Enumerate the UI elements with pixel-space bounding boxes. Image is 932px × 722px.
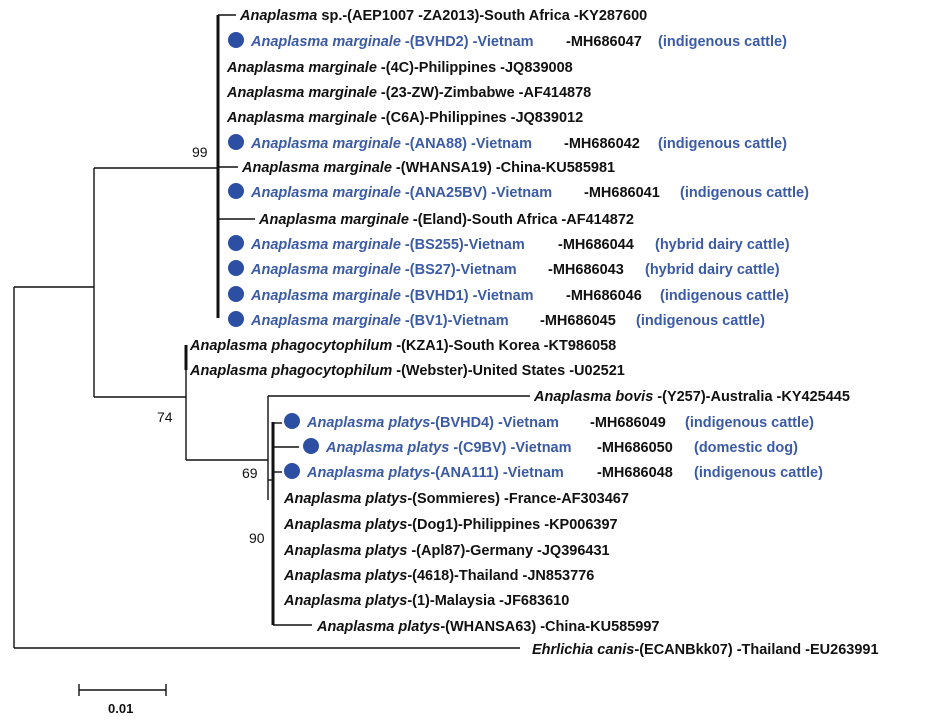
accession-t19: -MH686048 — [597, 465, 673, 481]
taxon-label-t14: Anaplasma phagocytophilum -(KZA1)-South … — [189, 338, 616, 354]
accession-t13: -MH686045 — [540, 313, 616, 329]
taxon-label-t17: Anaplasma platys-(BVHD4) -Vietnam — [306, 415, 559, 431]
taxon-label-t10: Anaplasma marginale -(BS255)-Vietnam — [250, 237, 525, 253]
vietnam-marker-t11 — [228, 260, 244, 276]
accession-t17: -MH686049 — [590, 415, 666, 431]
taxon-label-t12: Anaplasma marginale -(BVHD1) -Vietnam — [250, 288, 534, 304]
taxon-label-t7: Anaplasma marginale -(WHANSA19) -China-K… — [241, 160, 615, 176]
taxon-label-t20: Anaplasma platys-(Sommieres) -France-AF3… — [283, 491, 629, 507]
accession-t10: -MH686044 — [558, 237, 634, 253]
vietnam-marker-t17 — [284, 413, 300, 429]
taxon-label-t18: Anaplasma platys -(C9BV) -Vietnam — [325, 440, 572, 456]
bootstrap-74: 74 — [157, 409, 173, 425]
taxon-label-t24: Anaplasma platys-(1)-Malaysia -JF683610 — [283, 593, 569, 609]
vietnam-marker-t2 — [228, 32, 244, 48]
vietnam-marker-t19 — [284, 463, 300, 479]
accession-t18: -MH686050 — [597, 440, 673, 456]
taxon-label-t5: Anaplasma marginale -(C6A)-Philippines -… — [226, 110, 583, 126]
bootstrap-69: 69 — [242, 465, 258, 481]
scale-bar-label: 0.01 — [108, 701, 133, 716]
taxon-label-t16: Anaplasma bovis -(Y257)-Australia -KY425… — [533, 389, 850, 405]
taxon-label-t1: Anaplasma sp.-(AEP1007 -ZA2013)-South Af… — [239, 8, 647, 24]
host-t8: (indigenous cattle) — [680, 185, 809, 201]
taxon-label-t15: Anaplasma phagocytophilum -(Webster)-Uni… — [189, 363, 625, 379]
taxon-label-t2: Anaplasma marginale -(BVHD2) -Vietnam — [250, 34, 534, 50]
taxon-label-t22: Anaplasma platys -(Apl87)-Germany -JQ396… — [283, 543, 610, 559]
taxon-label-t6: Anaplasma marginale -(ANA88) -Vietnam — [250, 136, 532, 152]
taxon-label-t9: Anaplasma marginale -(Eland)-South Afric… — [258, 212, 634, 228]
vietnam-marker-t13 — [228, 311, 244, 327]
vietnam-marker-t18 — [303, 438, 319, 454]
host-t10: (hybrid dairy cattle) — [655, 237, 790, 253]
taxon-label-t25: Anaplasma platys-(WHANSA63) -China-KU585… — [316, 619, 659, 635]
host-t2: (indigenous cattle) — [658, 34, 787, 50]
taxon-label-t19: Anaplasma platys-(ANA111) -Vietnam — [306, 465, 564, 481]
taxon-label-t3: Anaplasma marginale -(4C)-Philippines -J… — [226, 60, 573, 76]
host-t11: (hybrid dairy cattle) — [645, 262, 780, 278]
vietnam-marker-t10 — [228, 235, 244, 251]
taxon-label-t21: Anaplasma platys-(Dog1)-Philippines -KP0… — [283, 517, 618, 533]
taxon-label-t26: Ehrlichia canis-(ECANBkk07) -Thailand -E… — [532, 642, 879, 658]
host-t12: (indigenous cattle) — [660, 288, 789, 304]
host-t17: (indigenous cattle) — [685, 415, 814, 431]
vietnam-marker-t8 — [228, 183, 244, 199]
vietnam-marker-t12 — [228, 286, 244, 302]
host-t18: (domestic dog) — [694, 440, 798, 456]
accession-t2: -MH686047 — [566, 34, 642, 50]
bootstrap-99: 99 — [192, 144, 208, 160]
host-t13: (indigenous cattle) — [636, 313, 765, 329]
accession-t12: -MH686046 — [566, 288, 642, 304]
accession-t11: -MH686043 — [548, 262, 624, 278]
taxon-label-t8: Anaplasma marginale -(ANA25BV) -Vietnam — [250, 185, 552, 201]
accession-t8: -MH686041 — [584, 185, 660, 201]
vietnam-marker-t6 — [228, 134, 244, 150]
taxon-label-t4: Anaplasma marginale -(23-ZW)-Zimbabwe -A… — [226, 85, 591, 101]
bootstrap-90: 90 — [249, 530, 265, 546]
taxon-label-t11: Anaplasma marginale -(BS27)-Vietnam — [250, 262, 517, 278]
taxon-label-t23: Anaplasma platys-(4618)-Thailand -JN8537… — [283, 568, 594, 584]
host-t19: (indigenous cattle) — [694, 465, 823, 481]
accession-t6: -MH686042 — [564, 136, 640, 152]
host-t6: (indigenous cattle) — [658, 136, 787, 152]
taxon-label-t13: Anaplasma marginale -(BV1)-Vietnam — [250, 313, 509, 329]
